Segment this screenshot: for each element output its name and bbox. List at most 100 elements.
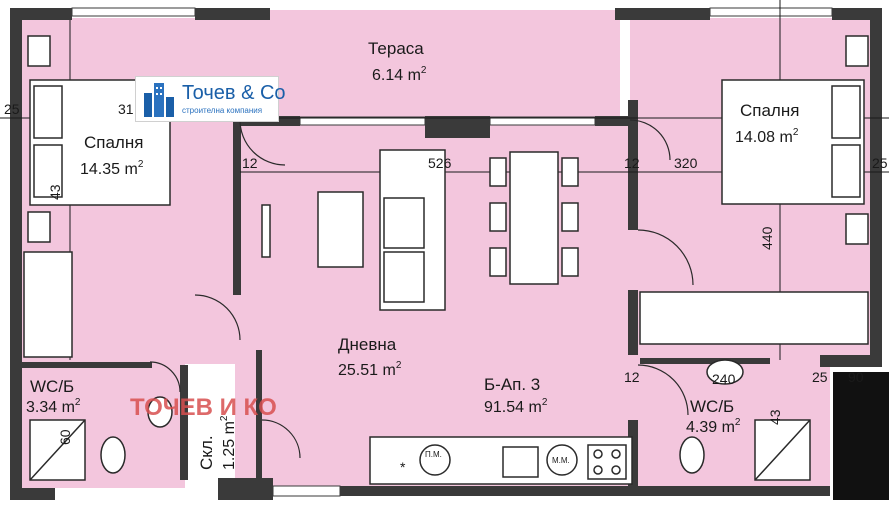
living-furniture <box>261 149 579 311</box>
bedroom-left-name: Спалня <box>84 133 143 152</box>
wc-left-area-exp: 2 <box>75 397 81 408</box>
living-area-value: 25.51 m <box>338 362 396 379</box>
floor-terrace <box>235 10 620 120</box>
bed-right <box>639 35 869 345</box>
window-bottom <box>272 485 341 497</box>
dim-43-left: 43 <box>47 184 63 200</box>
wall-bottom-mid <box>218 478 273 500</box>
kitchen <box>369 436 633 485</box>
hob-burner-3 <box>593 465 603 475</box>
watermark: ТОЧЕВ И КО <box>130 394 277 421</box>
apartment-name: Б-Ап. 3 <box>484 375 540 394</box>
windows <box>71 7 833 497</box>
dim-12-lower: 12 <box>624 369 640 385</box>
living-name: Дневна <box>338 335 397 354</box>
wall-top-left <box>10 8 72 20</box>
chair-2 <box>489 202 507 232</box>
door-terrace-right <box>629 119 671 161</box>
dim-440: 440 <box>759 226 775 250</box>
bedroom-right-area-exp: 2 <box>793 127 799 138</box>
dim-43-right: 43 <box>767 409 783 425</box>
wc-right-name: WC/Б <box>690 397 734 416</box>
door-wc-left <box>149 361 181 393</box>
tv-unit <box>261 204 271 258</box>
star-mark: * <box>400 459 406 475</box>
dim-12-right: 12 <box>624 155 640 171</box>
terrace-area-exp: 2 <box>421 65 427 76</box>
hob <box>587 444 627 480</box>
door-swings <box>149 119 694 459</box>
company-logo: Точев & Co строителна компания <box>135 76 286 122</box>
bed-right-pillow-1 <box>831 85 861 139</box>
wall-bottom-left <box>10 488 55 500</box>
nightstand-right-bottom <box>845 213 869 245</box>
door-wc-right <box>637 364 689 416</box>
dim-526: 526 <box>428 155 452 171</box>
storage-label: Скл. 1.25 m2 <box>197 415 238 470</box>
wall-top-right <box>615 8 710 20</box>
bed-left-pillow-2 <box>33 144 63 198</box>
toilet-left <box>100 436 126 474</box>
door-storage <box>261 419 301 459</box>
walls <box>10 8 889 500</box>
dim-31: 31 <box>118 101 134 117</box>
logo-subtitle: строителна компания <box>182 106 263 115</box>
wc-left-name: WC/Б <box>30 377 74 396</box>
sofa-cushion-2 <box>383 251 425 303</box>
bathroom-fixtures <box>29 359 811 481</box>
dark-column <box>833 372 889 500</box>
shower-left-diag <box>29 419 86 481</box>
logo-name: Точев & Co <box>182 82 286 104</box>
nightstand-left-top <box>27 35 51 67</box>
wall-bedroom-left-partition <box>233 120 241 295</box>
wall-bedroom-right-lower <box>628 290 638 355</box>
basin-right <box>706 359 744 385</box>
chair-1 <box>489 157 507 187</box>
door-bedroom-left <box>194 294 241 341</box>
door-terrace-left <box>239 119 286 166</box>
apartment-area-value: 91.54 m <box>484 399 542 416</box>
hob-burner-1 <box>593 449 603 459</box>
storage-area: 1.25 m2 <box>219 415 238 470</box>
wc-right-area-value: 4.39 m <box>686 419 735 436</box>
wc-left-area: 3.34 m2 <box>26 397 81 416</box>
wall-bottom-right <box>340 486 830 496</box>
toilet-right <box>679 436 705 474</box>
wall-right <box>870 8 882 363</box>
basin-left <box>147 396 173 428</box>
dishwasher-label: П.М. <box>425 450 442 459</box>
dining-table <box>509 151 559 285</box>
wall-wc-left-top <box>22 362 152 368</box>
hob-burner-4 <box>611 465 621 475</box>
shower-right-diag <box>754 419 811 481</box>
window-terrace-1 <box>299 116 426 126</box>
wall-storage-side <box>256 350 262 480</box>
chair-4 <box>561 157 579 187</box>
bedroom-left-area-value: 14.35 m <box>80 161 138 178</box>
storage-name: Скл. <box>197 435 216 470</box>
dim-60: 60 <box>57 429 73 445</box>
window-top-left <box>71 7 196 17</box>
bed-left-pillow-1 <box>33 85 63 139</box>
wall-wc-right-top <box>640 358 770 364</box>
wall-wc-right-side <box>628 420 638 490</box>
sofa-cushion-1 <box>383 197 425 249</box>
bedroom-right-name: Спалня <box>740 101 799 120</box>
chair-3 <box>489 247 507 277</box>
storage-area-value: 1.25 m <box>221 421 238 470</box>
wc-right-area: 4.39 m2 <box>686 417 741 436</box>
window-terrace-2 <box>489 116 596 126</box>
chair-5 <box>561 202 579 232</box>
nightstand-left-bottom <box>27 211 51 243</box>
building-icon <box>144 83 174 117</box>
living-area-exp: 2 <box>396 360 402 371</box>
wc-left-area-value: 3.34 m <box>26 399 75 416</box>
wall-top-left-b <box>195 8 270 20</box>
dim-25-left: 25 <box>4 101 20 117</box>
terrace-name: Тераса <box>368 39 424 58</box>
terrace-area-value: 6.14 m <box>372 67 421 84</box>
bedroom-right-area-value: 14.08 m <box>735 129 793 146</box>
bed-left <box>23 35 171 358</box>
wardrobe-left <box>23 251 73 358</box>
dim-90: 90 <box>848 369 864 385</box>
